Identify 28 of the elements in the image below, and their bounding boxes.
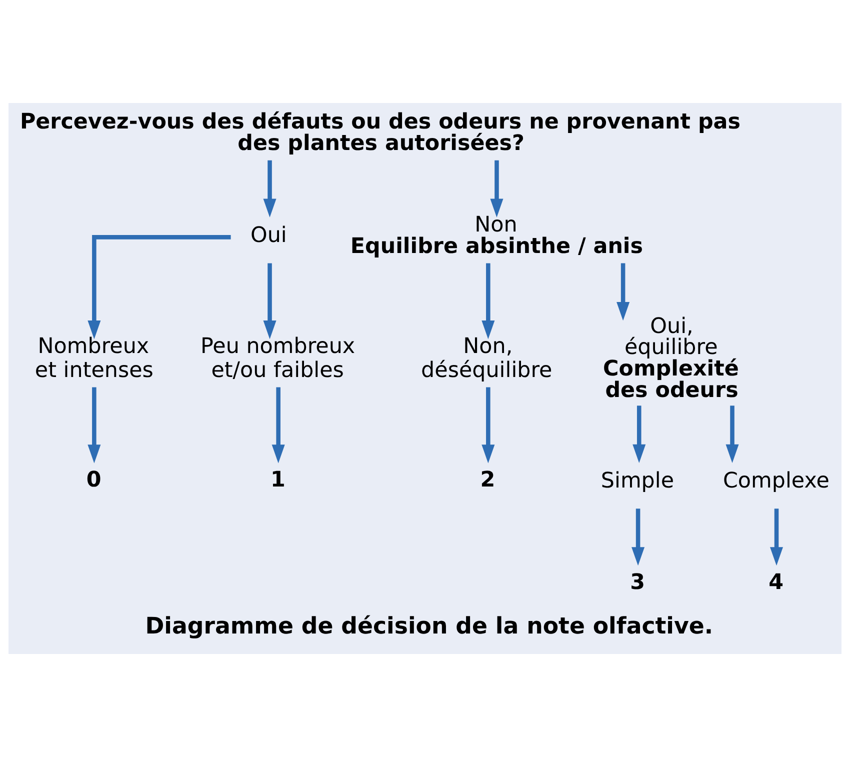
arrow [616, 263, 630, 321]
node-text: Simple [600, 468, 674, 494]
caption: Diagramme de décision de la note olfactive. [145, 614, 714, 640]
node-text: 1 [270, 467, 286, 492]
node-text: Peu nombreux et/ou faibles [200, 334, 356, 384]
arrow [482, 263, 495, 340]
arrow [263, 160, 276, 218]
node-text: 4 [768, 570, 784, 596]
arrow [770, 508, 784, 566]
arrow [632, 406, 646, 464]
node-text: 2 [480, 467, 496, 492]
arrow [263, 263, 276, 340]
arrow [490, 160, 504, 218]
node-text: Nombreux et intenses [34, 334, 154, 384]
node-text: Oui [250, 223, 287, 248]
node-text: 0 [86, 467, 102, 492]
node-text: 3 [630, 570, 646, 596]
node-text: Percevez-vous des défauts ou des odeurs ne provenant pas des plantes autorisées? [20, 110, 741, 156]
arrow [272, 387, 285, 464]
node-text: Oui, équilibre Complexité des odeurs [603, 314, 739, 404]
node-text: Complexe [722, 468, 830, 494]
arrow [632, 508, 645, 566]
node-text: Non, déséquilibre [421, 334, 552, 384]
arrow [726, 406, 739, 464]
arrow [482, 387, 495, 464]
arrow [88, 387, 101, 464]
arrow [88, 235, 231, 340]
node-text: Non Equilibre absinthe / anis [350, 212, 644, 259]
